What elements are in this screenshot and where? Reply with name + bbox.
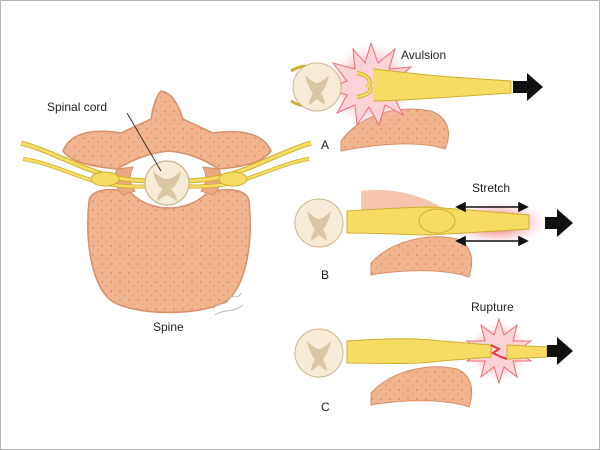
spinal-cord-label: Spinal cord	[47, 100, 108, 114]
panel-a-illustration	[290, 41, 543, 152]
rupture-label: Rupture	[471, 300, 514, 314]
avulsion-label: Avulsion	[401, 48, 447, 62]
panel-c-illustration	[294, 317, 573, 408]
arrow-right-c	[547, 337, 573, 365]
stretch-label: Stretch	[472, 181, 511, 195]
panel-c-label: C	[321, 400, 330, 414]
panel-b-label: B	[321, 268, 330, 282]
spinal-cord-left	[144, 160, 190, 206]
spine-label: Spine	[153, 320, 184, 334]
panel-b-illustration	[294, 189, 573, 278]
panel-a-label: A	[321, 138, 330, 152]
arrow-right-a	[513, 73, 543, 101]
artist-signature	[212, 292, 244, 316]
arrow-right-b	[545, 209, 573, 237]
spinal-cord-pointer	[126, 112, 162, 172]
